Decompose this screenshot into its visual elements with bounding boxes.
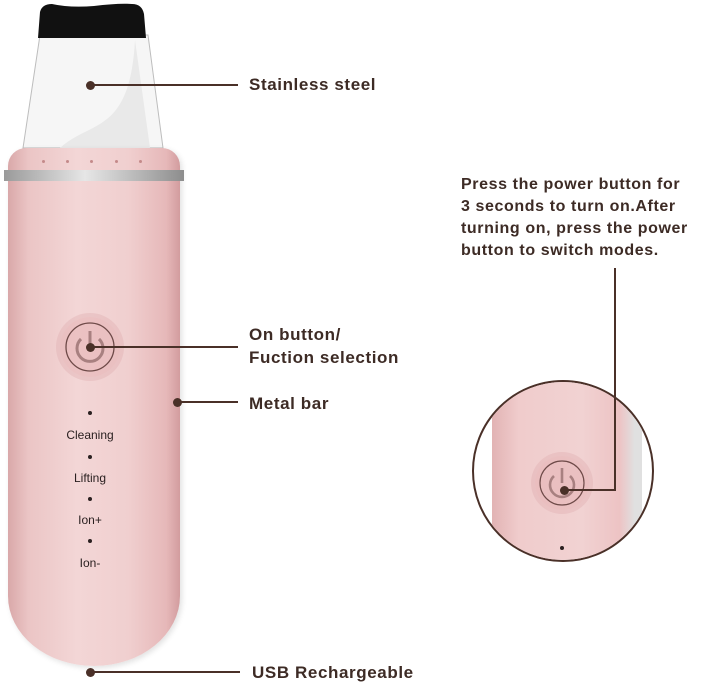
label-on-button-line1: On button/ [249,325,341,344]
device-body [8,148,180,666]
metal-band [4,170,184,181]
mode-label-cleaning: Cleaning [66,428,114,442]
power-icon [539,460,585,506]
label-stainless-steel: Stainless steel [249,75,377,94]
mode-indicator-dot [88,411,92,415]
mode-indicator-dot [88,539,92,543]
pin-dot [66,160,69,163]
pin-dot [139,160,142,163]
callout-line [614,268,616,491]
instruction-line: Press the power button for [461,176,681,193]
label-metal-bar: Metal bar [249,394,330,413]
pin-dot [115,160,118,163]
mode-label-ion-plus: Ion+ [78,513,102,527]
callout-line [90,84,238,86]
instruction-line: turning on, press the power [461,220,688,237]
instruction-line: 3 seconds to turn on.After [461,198,676,215]
callout-line [177,401,238,403]
mode-label-ion-minus: Ion- [79,556,101,570]
device-illustration: Cleaning Lifting Ion+ Ion- [0,0,200,684]
mode-indicator-dot [88,455,92,459]
stainless-steel-blade [22,3,164,149]
mode-indicator-dot [88,497,92,501]
callout-line [90,671,240,673]
power-button-closeup [535,456,589,510]
instruction-line: button to switch modes. [461,242,659,259]
mode-label-lifting: Lifting [73,471,107,485]
callout-line [564,489,616,491]
label-on-button-line2: Fuction selection [249,348,399,367]
instruction-text: Press the power button for 3 seconds to … [461,174,688,262]
pin-dot [42,160,45,163]
zoom-detail-circle [472,380,654,562]
mode-indicator-dot [560,546,564,550]
callout-line [90,346,238,348]
label-usb-rechargeable: USB Rechargeable [252,663,414,682]
pin-dot [90,160,93,163]
